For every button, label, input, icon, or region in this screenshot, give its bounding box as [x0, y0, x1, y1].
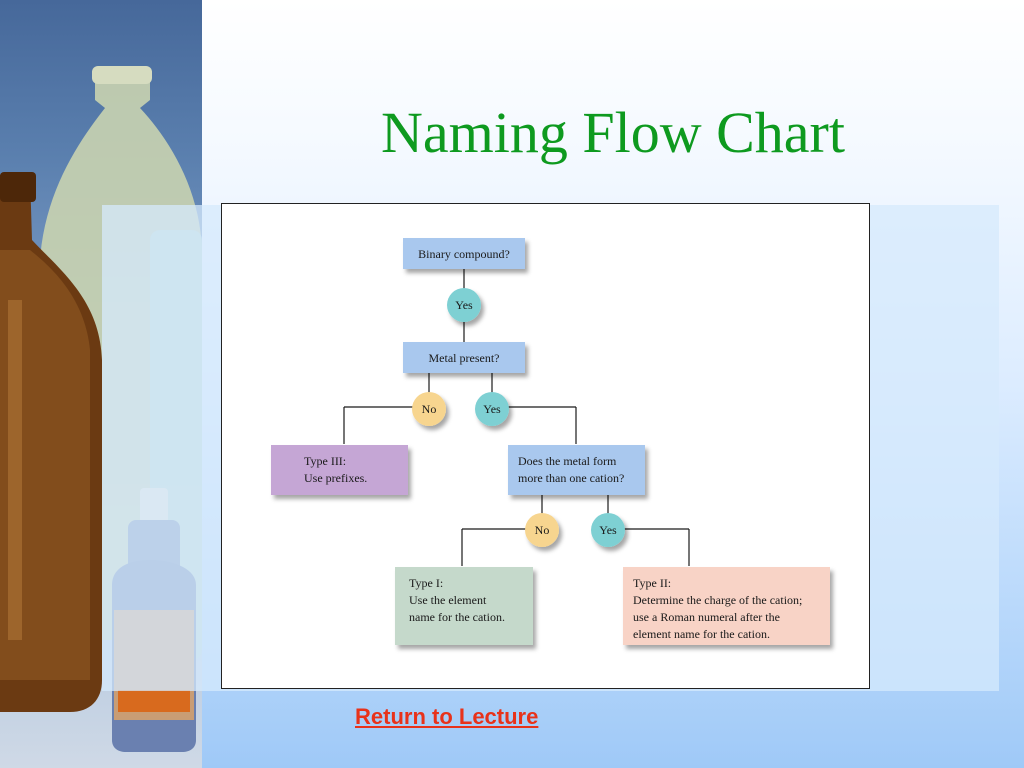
naming-flowchart: Binary compound? Yes Metal present? No Y… [271, 238, 830, 645]
flowchart-frame: Binary compound? Yes Metal present? No Y… [221, 203, 870, 689]
question-multiple-cations-line2: more than one cation? [518, 471, 624, 485]
type-i-title: Type I: [409, 576, 443, 590]
yes-label-2: Yes [483, 402, 501, 416]
no-circle-2: No [525, 513, 559, 547]
type-i-text-line1: Use the element [409, 593, 487, 607]
yes-label-3: Yes [599, 523, 617, 537]
type-i-text-line2: name for the cation. [409, 610, 505, 624]
type-iii-title: Type III: [304, 454, 346, 468]
return-to-lecture-link[interactable]: Return to Lecture [355, 704, 539, 729]
type-ii-text-line1: Determine the charge of the cation; [633, 593, 802, 607]
question-metal-present-label: Metal present? [429, 351, 500, 365]
yes-circle-3: Yes [591, 513, 625, 547]
yes-circle-2: Yes [475, 392, 509, 426]
type-iii-text: Use prefixes. [304, 471, 367, 485]
question-multiple-cations-line1: Does the metal form [518, 454, 617, 468]
type-iii-box: Type III: Use prefixes. [271, 445, 408, 495]
type-ii-box: Type II: Determine the charge of the cat… [623, 567, 830, 645]
question-metal-present: Metal present? [403, 342, 525, 373]
type-ii-title: Type II: [633, 576, 671, 590]
connector-lines [343, 268, 690, 566]
question-binary-compound: Binary compound? [403, 238, 525, 269]
page-title: Naming Flow Chart [381, 100, 845, 165]
no-label-2: No [535, 523, 550, 537]
yes-label-1: Yes [455, 298, 473, 312]
type-ii-text-line3: element name for the cation. [633, 627, 770, 641]
question-multiple-cations: Does the metal form more than one cation… [508, 445, 645, 495]
type-ii-text-line2: use a Roman numeral after the [633, 610, 780, 624]
type-i-box: Type I: Use the element name for the cat… [395, 567, 533, 645]
yes-circle-1: Yes [447, 288, 481, 322]
no-label-1: No [422, 402, 437, 416]
question-binary-compound-label: Binary compound? [418, 247, 510, 261]
no-circle-1: No [412, 392, 446, 426]
